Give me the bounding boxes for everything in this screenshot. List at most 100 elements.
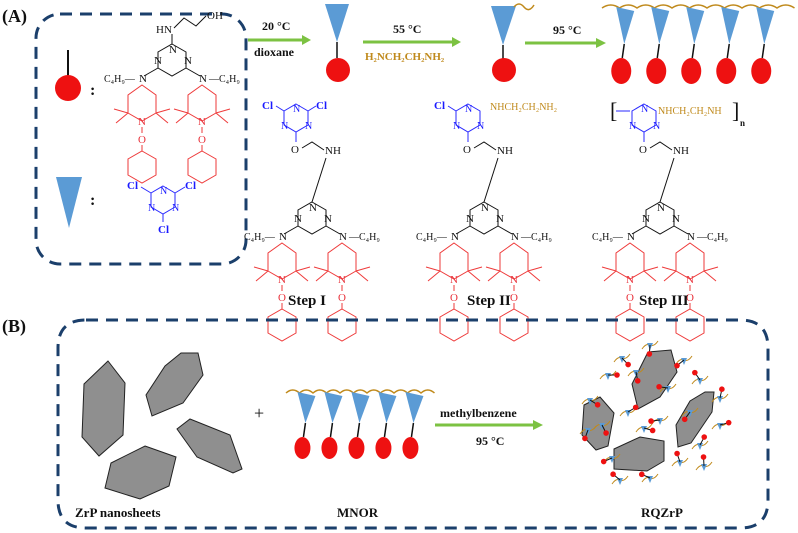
triazine-unit-icon: [587, 398, 593, 405]
linker: [656, 43, 660, 59]
hals-unit-icon: [692, 369, 698, 376]
rqzrp-composite-icon: [579, 340, 732, 485]
step2-intermediate-icon: [491, 3, 535, 82]
step1-intermediate-icon: [325, 4, 350, 82]
hals-unit-icon: [294, 437, 311, 459]
reaction-temperature: 95 °C: [476, 434, 504, 448]
step2-o: O: [463, 144, 471, 156]
plus-sign: +: [254, 403, 264, 423]
legend-frame: [34, 12, 248, 266]
polymer-backbone: [601, 4, 795, 9]
triazine-unit-icon: [619, 356, 625, 363]
triazine-unit-icon: [697, 378, 703, 385]
step1-temperature: 20 °C: [262, 19, 290, 33]
linker: [726, 43, 730, 59]
step1-structure: Cl Cl O NH: [243, 100, 381, 342]
step2-substituent: NHCH₂CH₂NH₂: [490, 102, 557, 113]
step3-substituent: NHCH₂CH₂NH: [658, 106, 722, 117]
linker: [356, 422, 361, 438]
panel-a-label: (A): [2, 6, 27, 27]
step1-o: O: [291, 144, 299, 156]
zrp-caption: ZrP nanosheets: [75, 505, 161, 520]
mnor-caption: MNOR: [337, 505, 379, 520]
hals-unit-icon: [594, 401, 601, 408]
hals-unit-icon: [348, 437, 365, 459]
hals-unit-icon: [649, 427, 656, 434]
triazine-unit-icon: [677, 460, 683, 467]
svg-text:Cl: Cl: [316, 100, 327, 112]
linker: [410, 422, 415, 438]
triazine-unit-icon: [351, 392, 370, 423]
hals-unit-icon: [638, 471, 645, 478]
hals-unit-icon: [611, 58, 632, 84]
hals-unit-icon: [625, 361, 631, 368]
svg-text:Cl: Cl: [262, 100, 273, 112]
panel-b-frame: [56, 318, 770, 530]
reaction-arrowhead-icon: [533, 420, 543, 430]
triazine-unit-icon: [641, 426, 647, 433]
hals-unit-icon: [614, 372, 620, 378]
hals-unit-icon: [582, 435, 588, 442]
step1-arrowhead-icon: [302, 35, 311, 45]
step2-label: Step II: [467, 293, 511, 309]
rqzrp-caption: RQZrP: [641, 505, 683, 520]
step3-polymer-icon: [601, 4, 795, 84]
triazine-unit-icon: [585, 428, 591, 435]
hals-unit-icon: [646, 351, 653, 357]
hals-unit-icon: [634, 378, 641, 384]
triazine-unit-icon: [625, 410, 631, 417]
triazine-unit-icon: [697, 443, 703, 450]
hals-unit-icon: [725, 419, 732, 426]
triazine-unit-icon: [616, 7, 635, 44]
svg-text:Cl: Cl: [185, 180, 196, 192]
step1-solvent: dioxane: [254, 45, 295, 59]
hals-unit-icon: [600, 458, 607, 465]
hals-symbol-icon: [55, 50, 81, 101]
triazine-unit-icon: [605, 373, 611, 380]
linker: [621, 43, 625, 59]
step3-structure: [ NHCH₂CH₂NH ] n O NH: [591, 98, 745, 342]
svg-text:Cl: Cl: [127, 180, 138, 192]
hals-unit-icon: [716, 58, 737, 84]
svg-text:]: ]: [732, 98, 739, 123]
triazine-unit-icon: [599, 423, 605, 430]
triazine-unit-icon: [717, 396, 723, 403]
step3-arrowhead-icon: [596, 38, 606, 48]
legend-colon-triangle: :: [90, 192, 95, 209]
hals-unit-icon: [610, 471, 616, 478]
triazine-unit-icon: [324, 392, 343, 423]
step2-temperature: 55 °C: [393, 22, 421, 36]
hals-unit-icon: [751, 58, 772, 84]
cyanuric-chloride-structure: Cl Cl Cl: [127, 180, 196, 236]
linker: [761, 43, 765, 59]
triazine-unit-icon: [756, 7, 775, 44]
hals-unit-icon: [701, 434, 708, 440]
hals-unit-icon: [674, 362, 680, 369]
step2-arrowhead-icon: [452, 37, 461, 47]
linker: [302, 422, 307, 438]
legend-colon-ball: :: [90, 82, 95, 99]
hals-unit-icon: [603, 430, 609, 436]
triazine-unit-icon: [687, 410, 693, 417]
hals-unit-icon: [719, 386, 725, 392]
hals-unit-icon: [700, 454, 707, 460]
hals-unit-icon: [632, 404, 639, 411]
polymer-backbone: [285, 389, 435, 395]
linker: [329, 422, 334, 438]
triazine-unit-icon: [651, 7, 670, 44]
step1-nh: NH: [325, 145, 341, 157]
hals-unit-icon: [375, 437, 392, 459]
step3-label: Step III: [639, 293, 689, 309]
linker: [383, 422, 388, 438]
hals-unit-icon: [681, 58, 702, 84]
hn-label: HN: [156, 24, 172, 36]
triazine-unit-icon: [665, 386, 671, 393]
triazine-unit-icon: [617, 478, 623, 485]
triazine-unit-icon: [721, 7, 740, 44]
step3-o: O: [639, 144, 647, 156]
triazine-unit-icon: [378, 392, 397, 423]
zrp-nanosheets-icon: [81, 352, 243, 500]
panel-b-label: (B): [2, 316, 26, 337]
cyanuric-chloride-symbol-icon: [56, 177, 82, 228]
